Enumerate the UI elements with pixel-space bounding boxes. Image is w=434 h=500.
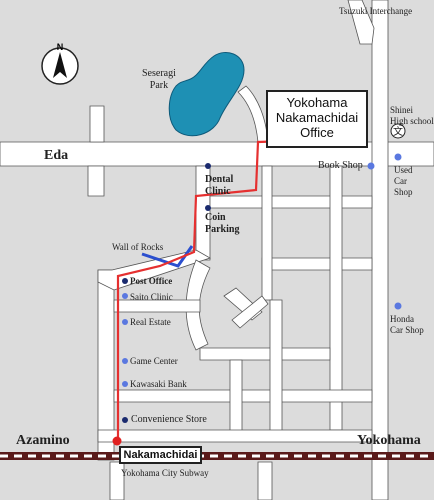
- label-seseragi-park: Seseragi Park: [142, 68, 176, 91]
- label-kawasaki-bank: Kawasaki Bank: [130, 379, 187, 389]
- road-park-curve: [237, 85, 269, 143]
- label-dental-clinic: Dental Clinic: [205, 174, 234, 197]
- label-tsuzuki-interchange: Tsuzuki Interchange: [339, 6, 413, 16]
- road-inner-v1: [261, 165, 273, 301]
- road-left-south: [87, 165, 105, 197]
- office-title: Yokohama Nakamachidai Office: [275, 95, 359, 140]
- label-yokohama-city-subway: Yokohama City Subway: [121, 468, 209, 478]
- seseragi-pond: [168, 52, 245, 137]
- svg-text:文: 文: [393, 125, 403, 138]
- road-lower-v3: [229, 359, 243, 441]
- road-diagonal-ne: [347, 0, 375, 45]
- label-convenience-store: Convenience Store: [131, 414, 207, 425]
- game-center-dot: [122, 358, 128, 364]
- road-mid-horizontal: [209, 195, 373, 209]
- label-post-office: Post Office: [130, 276, 173, 286]
- north-arrow-icon: N: [41, 42, 79, 85]
- road-lower-h: [113, 299, 201, 313]
- label-used-car-shop: Used Car Shop: [394, 165, 413, 197]
- road-tsuzuki: [371, 0, 389, 500]
- coin-parking-dot: [205, 205, 211, 211]
- label-wall-of-rocks: Wall of Rocks: [112, 242, 164, 252]
- label-honda-car-shop: Honda Car Shop: [390, 314, 424, 335]
- school-icon: 文: [390, 123, 406, 139]
- convenience-store-dot: [122, 417, 128, 423]
- station-marker: [112, 436, 122, 446]
- road-bottom: [97, 429, 373, 443]
- road-bottom-v-right: [257, 461, 273, 500]
- real-estate-dot: [122, 319, 128, 325]
- dental-clinic-dot: [205, 163, 211, 169]
- road-lower-v4: [269, 299, 283, 441]
- compass-label: N: [57, 42, 64, 52]
- honda-car-dot: [394, 302, 402, 310]
- railway: [0, 452, 434, 460]
- label-yokohama: Yokohama: [357, 433, 421, 448]
- label-shinei-high-school: Shinei High school: [390, 105, 434, 126]
- office-label-box: Yokohama Nakamachidai Office: [266, 90, 368, 148]
- label-game-center: Game Center: [130, 356, 178, 366]
- road-lower-h3: [113, 389, 373, 403]
- used-car-dot: [394, 153, 402, 161]
- saito-clinic-dot: [122, 293, 128, 299]
- station-name: Nakamachidai: [123, 449, 198, 461]
- label-coin-parking: Coin Parking: [205, 212, 240, 235]
- label-azamino: Azamino: [16, 433, 70, 448]
- label-book-shop: Book Shop: [318, 160, 363, 171]
- road-left-north: [89, 105, 105, 143]
- road-cross-b: [231, 295, 269, 329]
- label-eda: Eda: [44, 148, 69, 163]
- label-saito-clinic: Saito Clinic: [130, 292, 173, 302]
- label-real-estate: Real Estate: [130, 317, 171, 327]
- road-mid-horizontal-2: [261, 257, 373, 271]
- kawasaki-bank-dot: [122, 381, 128, 387]
- road-lower-h2: [199, 347, 331, 361]
- post-office-dot: [122, 278, 128, 284]
- book-shop-dot: [367, 162, 375, 170]
- station-label-box: Nakamachidai: [119, 446, 202, 464]
- wall-of-rocks-line: [141, 245, 194, 268]
- walking-route: [116, 138, 321, 440]
